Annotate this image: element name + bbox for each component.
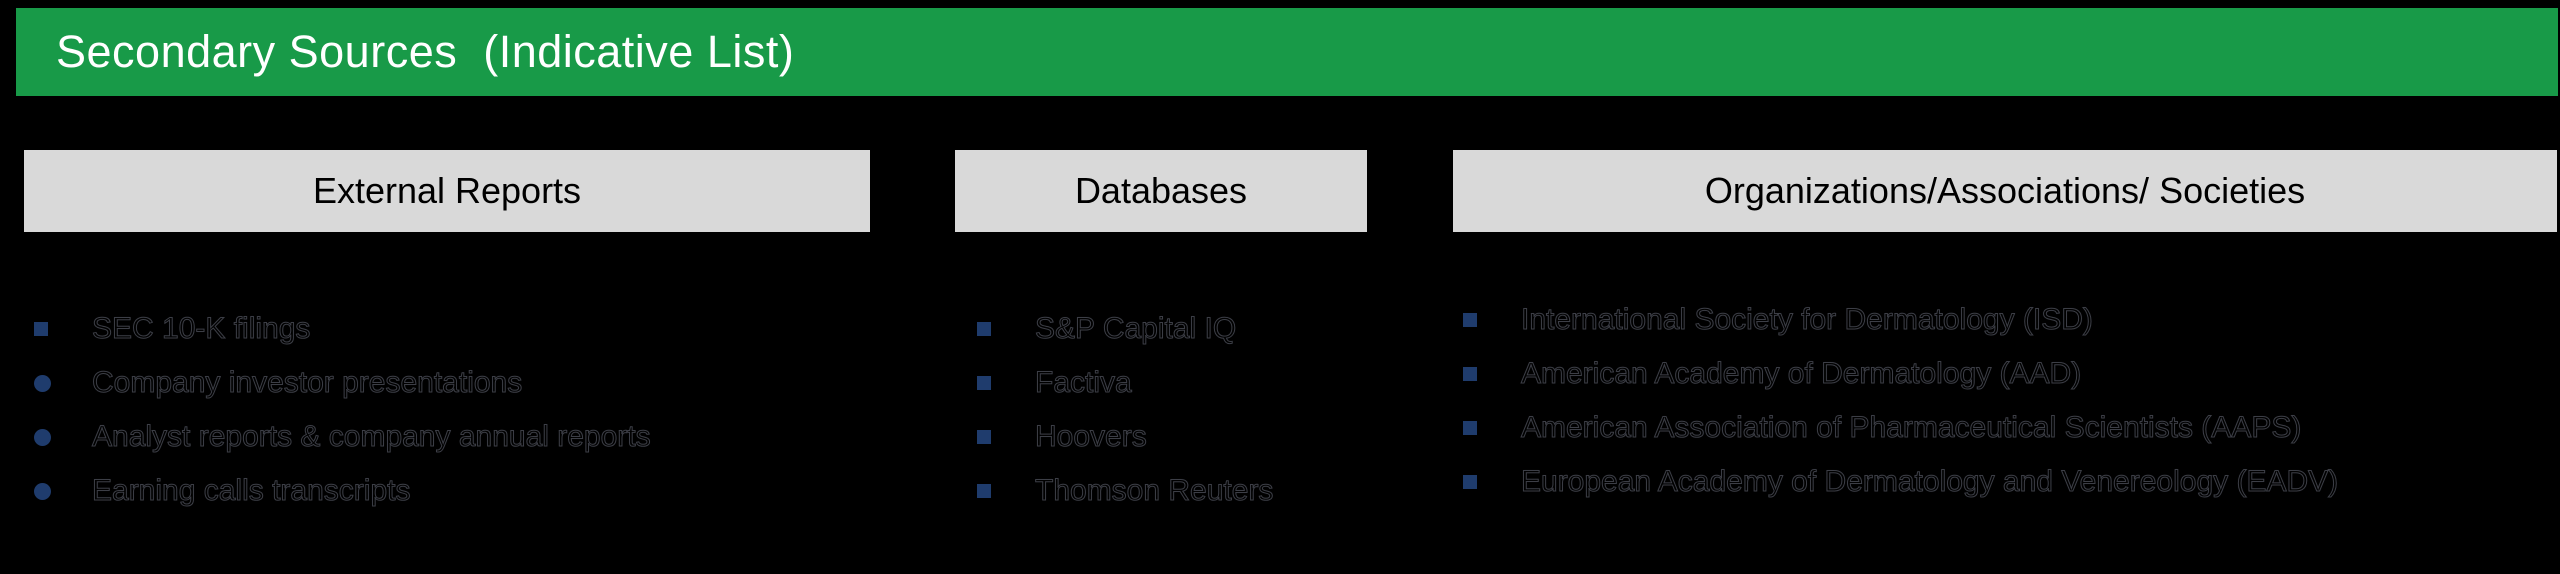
list-item-text: Thomson Reuters bbox=[1034, 474, 1274, 508]
bullet-square-icon bbox=[34, 322, 48, 336]
list-item-text: Analyst reports & company annual reports bbox=[92, 420, 652, 454]
list-item-text: American Association of Pharmaceutical S… bbox=[1520, 411, 2302, 445]
column-header-label: Databases bbox=[1074, 170, 1248, 211]
list-item: American Academy of Dermatology (AAD) bbox=[1463, 347, 2553, 401]
list-item-text: International Society for Dermatology (I… bbox=[1521, 303, 2094, 337]
bullet-square-icon bbox=[1463, 367, 1477, 381]
bullet-square-icon bbox=[1463, 475, 1477, 489]
list-item-text: Factiva bbox=[1035, 366, 1133, 400]
list-item-text: European Academy of Dermatology and Vene… bbox=[1520, 465, 2339, 499]
list-item: S&P Capital IQ bbox=[977, 302, 1447, 356]
list-item: SEC 10-K filings bbox=[34, 302, 934, 356]
column-header-organizations: Organizations/Associations/ Societies bbox=[1453, 150, 2557, 232]
bullet-square-icon bbox=[977, 322, 991, 336]
list-item: Factiva bbox=[977, 356, 1447, 410]
bullet-square-icon bbox=[977, 376, 991, 390]
list-item: Hoovers bbox=[977, 410, 1447, 464]
list-item-text: S&P Capital IQ bbox=[1034, 312, 1237, 346]
bullet-circle-icon bbox=[34, 374, 51, 392]
list-item: Earning calls transcripts bbox=[34, 464, 934, 518]
list-item-text: American Academy of Dermatology (AAD) bbox=[1520, 357, 2082, 391]
external-reports-list: SEC 10-K filings Company investor presen… bbox=[34, 302, 934, 518]
bullet-circle-icon bbox=[34, 482, 51, 500]
list-item-text: Hoovers bbox=[1035, 420, 1148, 454]
list-item: European Academy of Dermatology and Vene… bbox=[1463, 455, 2553, 509]
page-title: Secondary Sources (Indicative List) bbox=[56, 26, 795, 77]
databases-list: S&P Capital IQ Factiva Hoovers Thomson R… bbox=[977, 302, 1447, 518]
column-header-databases: Databases bbox=[955, 150, 1367, 232]
list-item: Company investor presentations bbox=[34, 356, 934, 410]
list-item: Thomson Reuters bbox=[977, 464, 1447, 518]
bullet-square-icon bbox=[977, 430, 991, 444]
bullet-square-icon bbox=[1463, 313, 1477, 327]
list-item: American Association of Pharmaceutical S… bbox=[1463, 401, 2553, 455]
list-item: International Society for Dermatology (I… bbox=[1463, 293, 2553, 347]
column-header-external-reports: External Reports bbox=[24, 150, 870, 232]
column-header-label: External Reports bbox=[312, 170, 582, 211]
bullet-square-icon bbox=[1463, 421, 1477, 435]
bullet-circle-icon bbox=[34, 428, 51, 446]
column-header-label: Organizations/Associations/ Societies bbox=[1704, 170, 2306, 211]
organizations-list: International Society for Dermatology (I… bbox=[1463, 293, 2553, 509]
list-item-text: SEC 10-K filings bbox=[91, 312, 311, 346]
list-item-text: Company investor presentations bbox=[91, 366, 523, 400]
bullet-square-icon bbox=[977, 484, 991, 498]
list-item: Analyst reports & company annual reports bbox=[34, 410, 934, 464]
list-item-text: Earning calls transcripts bbox=[91, 474, 411, 508]
title-bar: Secondary Sources (Indicative List) bbox=[16, 8, 2558, 96]
